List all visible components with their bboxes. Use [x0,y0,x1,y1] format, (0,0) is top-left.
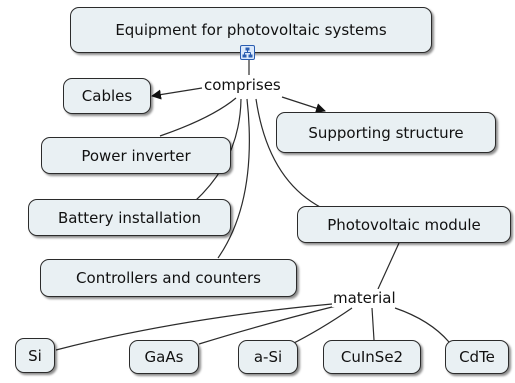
link-to-cdte [394,307,450,343]
concept-power-inverter[interactable]: Power inverter [41,137,231,174]
concept-battery-installation[interactable]: Battery installation [28,199,231,236]
concept-cables[interactable]: Cables [63,78,151,114]
arrow-to-cables [151,87,203,100]
link-to-power-inverter [159,97,237,137]
concept-supporting-structure[interactable]: Supporting structure [276,112,496,153]
concept-si[interactable]: Si [15,338,55,373]
link-to-cuinse2 [371,307,375,341]
link-label-comprises: comprises [203,76,282,94]
link-to-material [377,242,400,290]
concept-gaas[interactable]: GaAs [129,340,199,374]
hierarchy-icon [242,47,253,58]
concept-cdte[interactable]: CdTe [445,340,509,374]
concept-photovoltaic-module[interactable]: Photovoltaic module [297,206,511,243]
link-to-si [55,303,333,351]
concept-a-si[interactable]: a-Si [238,340,298,374]
concept-map-icon[interactable] [240,45,255,60]
arrow-to-supporting-structure [281,96,326,113]
link-to-gaas [198,305,337,345]
link-label-material: material [332,289,397,307]
concept-controllers-and-counters[interactable]: Controllers and counters [40,259,297,297]
concept-cuinse2[interactable]: CuInSe2 [323,340,421,374]
link-to-photovoltaic-module [255,98,323,209]
link-to-controllers-and-counters [217,98,250,259]
